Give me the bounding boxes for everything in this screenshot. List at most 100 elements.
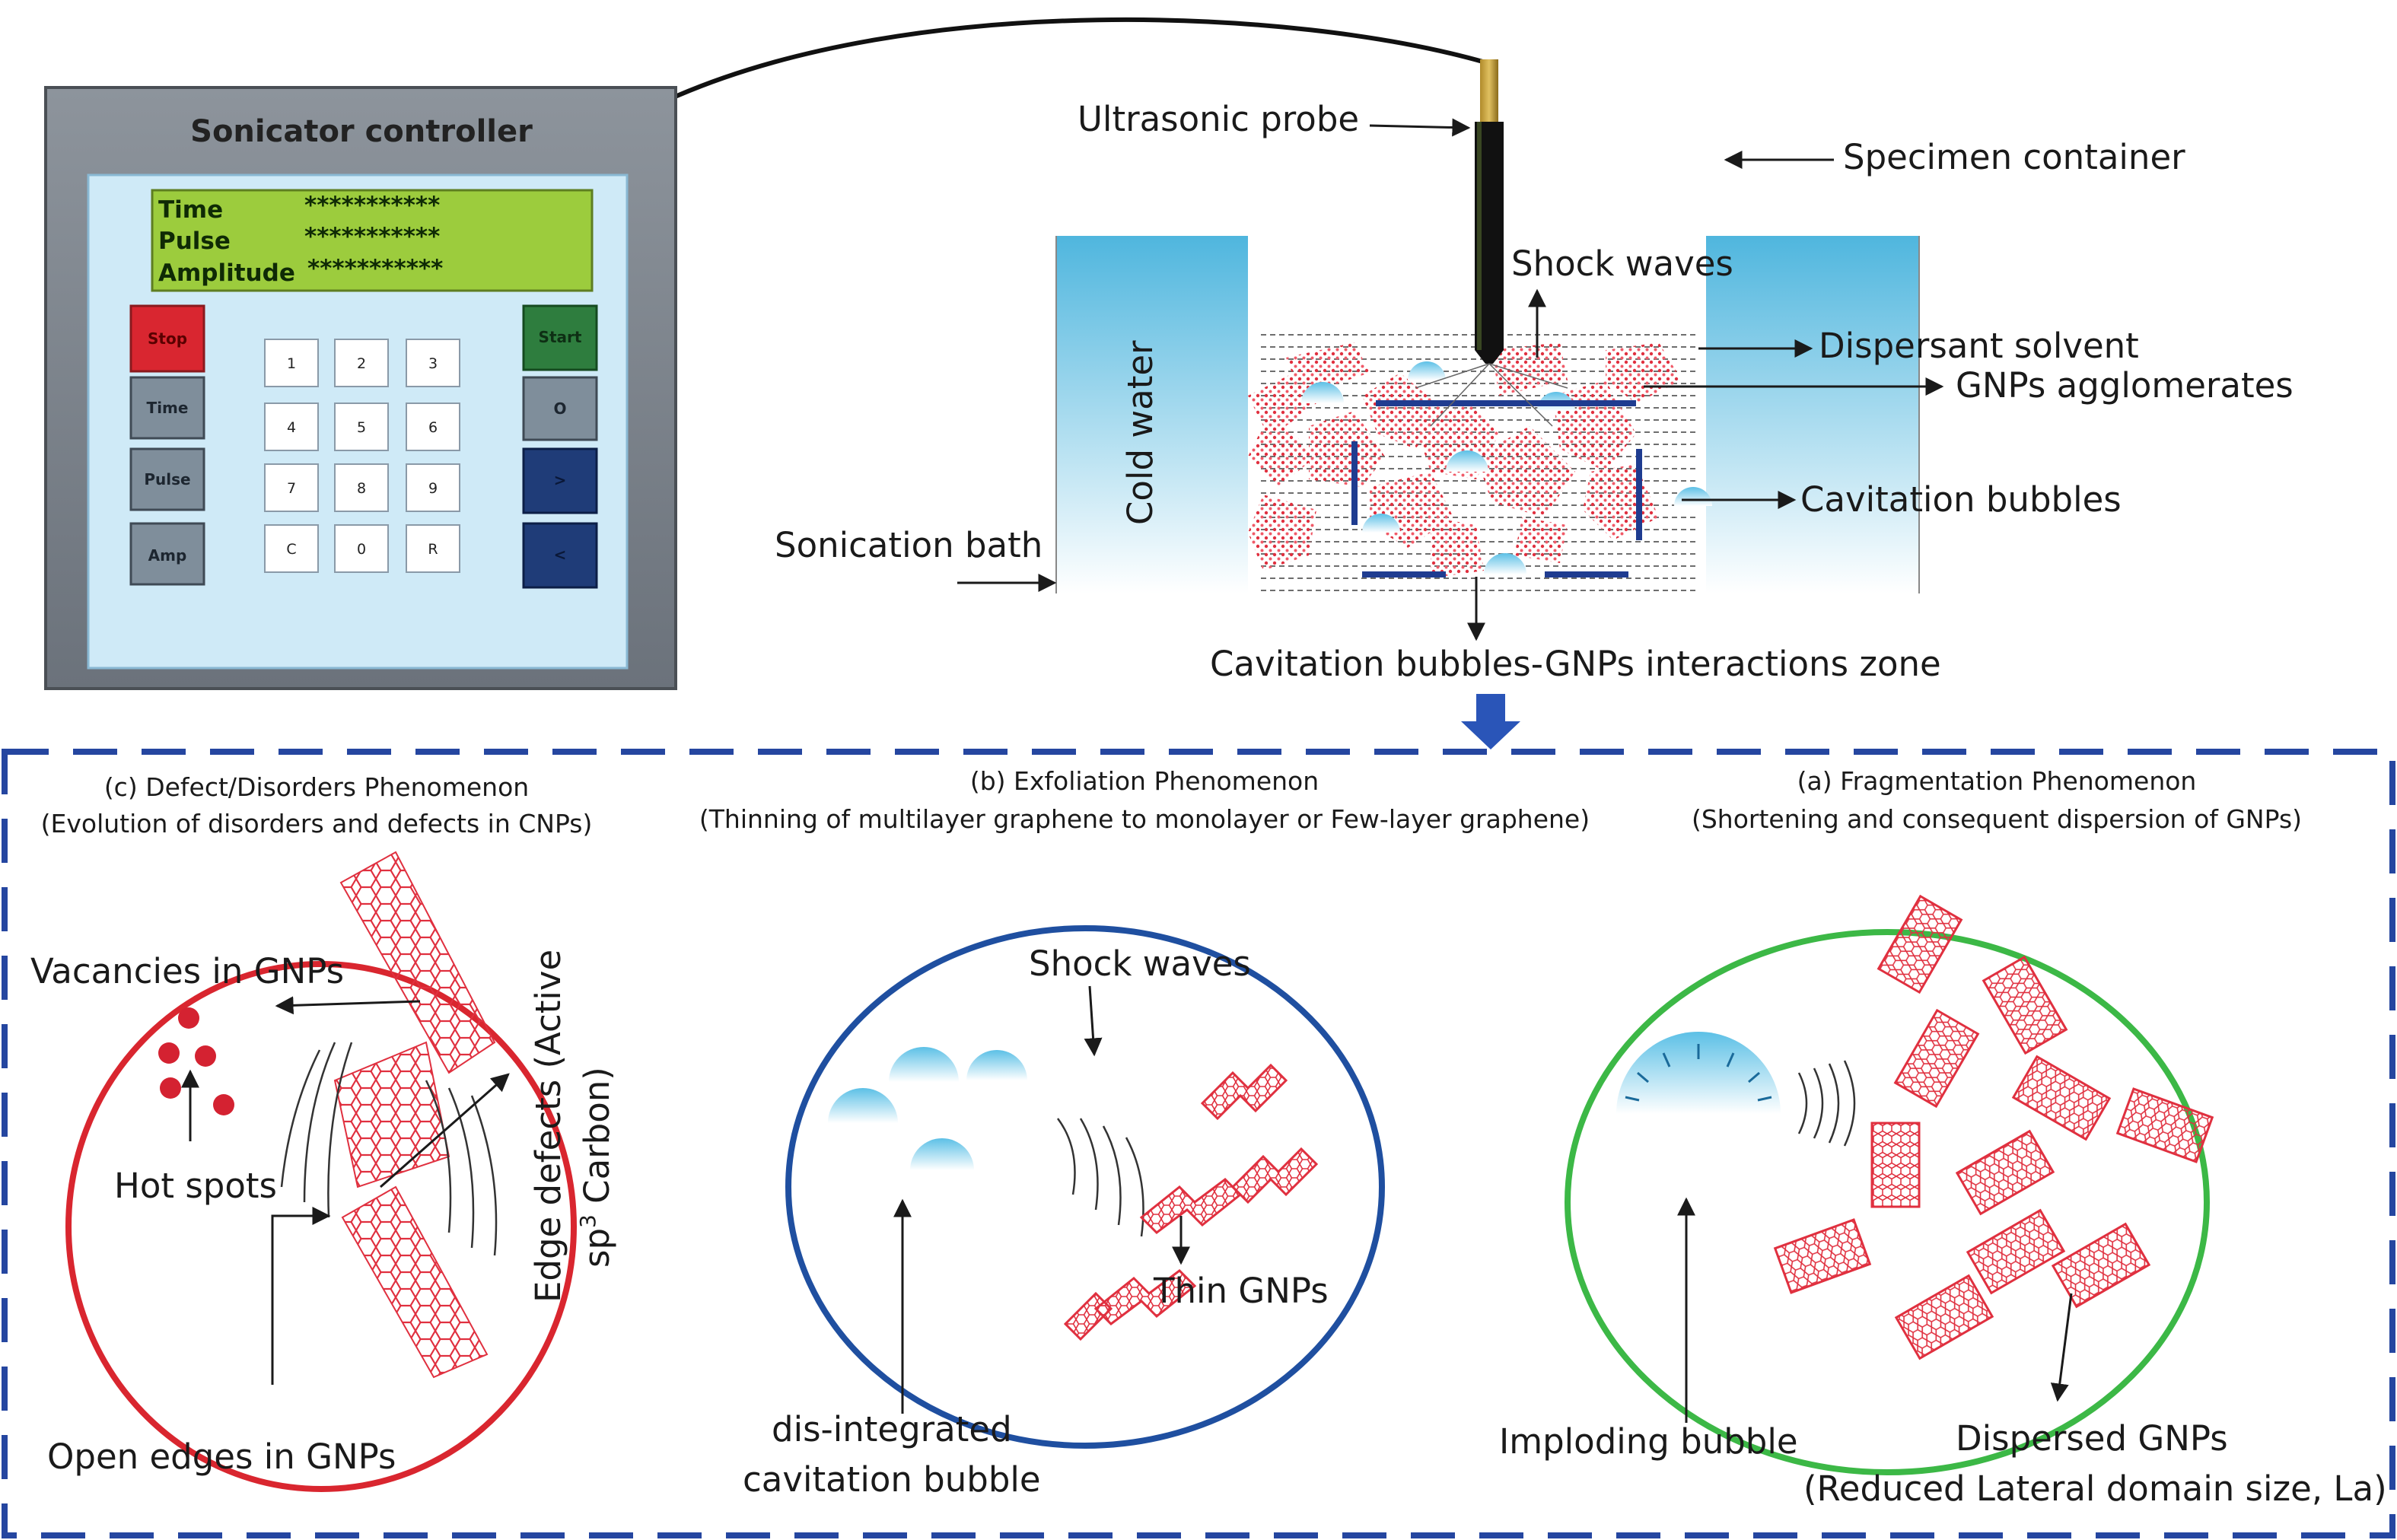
key-3[interactable]: 3 bbox=[406, 339, 460, 387]
cavitation-bubbles bbox=[1301, 361, 1712, 574]
imploding-bubble-label: Imploding bubble bbox=[1499, 1421, 1798, 1462]
next-button[interactable]: > bbox=[522, 447, 598, 514]
bath-left-wall bbox=[1056, 236, 1248, 593]
disintegrated-bubble-label-line2: cavitation bubble bbox=[743, 1459, 1041, 1500]
shock-wave-arcs-a bbox=[1797, 1060, 1856, 1147]
panel-a-subtitle: (Shortening and consequent dispersion of… bbox=[1692, 804, 2302, 834]
keypad: 1 2 3 4 5 6 7 8 9 C 0 R bbox=[264, 339, 460, 573]
dispersed-gnps-label-line2: (Reduced Lateral domain size, La) bbox=[1803, 1468, 2387, 1509]
panel-b-circle bbox=[785, 925, 1385, 1449]
svg-text:8: 8 bbox=[357, 480, 366, 497]
panel-b-shock-waves-label: Shock waves bbox=[1029, 943, 1251, 984]
probe-arrow bbox=[1369, 118, 1471, 137]
svg-text:7: 7 bbox=[287, 480, 296, 497]
setup-arrows bbox=[957, 118, 1944, 641]
dispersed-gnps-label-line1: Dispersed GNPs bbox=[1956, 1418, 2228, 1459]
svg-text:5: 5 bbox=[357, 419, 366, 436]
panel-a-arrows bbox=[1677, 1197, 2073, 1423]
panel-c-defects: (c) Defect/Disorders Phenomenon (Evoluti… bbox=[30, 772, 617, 1492]
gnps-agglomerates-label: GNPs agglomerates bbox=[1956, 365, 2294, 406]
svg-text:2: 2 bbox=[357, 355, 366, 372]
key-c[interactable]: C bbox=[264, 524, 319, 573]
amp-button-label: Amp bbox=[148, 546, 187, 565]
key-r[interactable]: R bbox=[406, 524, 460, 573]
panel-a-fragmentation: (a) Fragmentation Phenomenon (Shortening… bbox=[1499, 766, 2387, 1509]
svg-text:R: R bbox=[428, 541, 438, 558]
svg-text:9: 9 bbox=[428, 480, 438, 497]
time-button[interactable]: Time bbox=[129, 376, 205, 440]
cavitation-bubbles-label: Cavitation bubbles bbox=[1800, 479, 2122, 520]
shock-wave-arcs-b bbox=[1056, 1118, 1144, 1237]
disintegrated-bubble-icon bbox=[828, 1047, 1027, 1170]
shock-wave-lines bbox=[1415, 363, 1568, 427]
dispersed-gnps-icon bbox=[1773, 894, 2214, 1360]
sonicator-controller: Sonicator controller Time *********** Pu… bbox=[44, 86, 677, 690]
edge-defects-label-line2: sp3 Carbon) bbox=[575, 1067, 617, 1268]
vacancies-label: Vacancies in GNPs bbox=[30, 951, 344, 991]
svg-text:1: 1 bbox=[287, 355, 296, 372]
imploding-bubble-icon bbox=[1616, 1032, 1781, 1114]
setup-labels: Ultrasonic probe Specimen container Shoc… bbox=[775, 99, 2294, 684]
key-2[interactable]: 2 bbox=[334, 339, 389, 387]
svg-text:3: 3 bbox=[428, 355, 438, 372]
lcd-label-amplitude: Amplitude bbox=[158, 259, 295, 287]
stop-button[interactable]: Stop bbox=[129, 304, 205, 373]
open-edges-label: Open edges in GNPs bbox=[47, 1437, 396, 1477]
interaction-zone-box bbox=[1351, 400, 1642, 578]
lcd-label-pulse: Pulse bbox=[158, 228, 231, 255]
key-8[interactable]: 8 bbox=[334, 463, 389, 512]
dispersant-solvent-label: Dispersant solvent bbox=[1819, 326, 2139, 366]
pulse-button-label: Pulse bbox=[144, 470, 190, 488]
shock-waves-label: Shock waves bbox=[1511, 243, 1733, 284]
lcd-value-amplitude: *********** bbox=[307, 255, 443, 282]
svg-text:6: 6 bbox=[428, 419, 438, 436]
o-button[interactable]: O bbox=[522, 376, 598, 441]
hot-spots-icon bbox=[158, 1007, 234, 1115]
key-1[interactable]: 1 bbox=[264, 339, 319, 387]
key-0[interactable]: 0 bbox=[334, 524, 389, 573]
pulse-button[interactable]: Pulse bbox=[129, 447, 205, 511]
prev-button-label: < bbox=[554, 546, 567, 564]
amp-button[interactable]: Amp bbox=[129, 522, 205, 586]
hot-spots-label: Hot spots bbox=[114, 1166, 277, 1206]
disintegrated-bubble-label-line1: dis-integrated bbox=[772, 1409, 1012, 1449]
panel-c-circle bbox=[65, 961, 577, 1492]
key-5[interactable]: 5 bbox=[334, 402, 389, 451]
sonication-setup bbox=[1055, 59, 1920, 593]
panel-c-arrows bbox=[181, 996, 510, 1385]
o-button-label: O bbox=[553, 399, 566, 418]
ultrasonic-probe bbox=[1475, 59, 1504, 364]
svg-text:4: 4 bbox=[287, 419, 296, 436]
key-7[interactable]: 7 bbox=[264, 463, 319, 512]
thin-gnps-label: Thin GNPs bbox=[1153, 1271, 1329, 1311]
svg-text:C: C bbox=[286, 541, 296, 558]
phenomena-frame bbox=[2, 749, 2395, 1538]
key-9[interactable]: 9 bbox=[406, 463, 460, 512]
panel-c-title: (c) Defect/Disorders Phenomenon bbox=[104, 772, 529, 802]
key-4[interactable]: 4 bbox=[264, 402, 319, 451]
panel-b-exfoliation: (b) Exfoliation Phenomenon (Thinning of … bbox=[699, 766, 1590, 1500]
start-button-label: Start bbox=[539, 328, 582, 346]
lcd-value-pulse: *********** bbox=[304, 223, 440, 250]
controller-title: Sonicator controller bbox=[190, 114, 533, 149]
panel-b-subtitle: (Thinning of multilayer graphene to mono… bbox=[699, 804, 1590, 834]
sonication-bath-label: Sonication bath bbox=[775, 525, 1043, 565]
lcd-display bbox=[151, 189, 594, 292]
lcd-value-time: *********** bbox=[304, 192, 440, 219]
svg-text:0: 0 bbox=[357, 541, 366, 558]
panel-a-circle bbox=[1565, 929, 2210, 1475]
time-button-label: Time bbox=[147, 399, 189, 417]
panel-b-title: (b) Exfoliation Phenomenon bbox=[970, 766, 1319, 796]
stop-button-label: Stop bbox=[148, 329, 187, 348]
down-arrow-icon bbox=[1461, 694, 1520, 749]
start-button[interactable]: Start bbox=[522, 304, 598, 371]
prev-button[interactable]: < bbox=[522, 522, 598, 589]
key-6[interactable]: 6 bbox=[406, 402, 460, 451]
panel-c-subtitle: (Evolution of disorders and defects in C… bbox=[41, 809, 593, 838]
interaction-zone-label: Cavitation bubbles-GNPs interactions zon… bbox=[1210, 644, 1941, 684]
next-button-label: > bbox=[554, 471, 567, 489]
ultrasonic-probe-label: Ultrasonic probe bbox=[1078, 99, 1359, 139]
graphene-sheet-icon bbox=[333, 851, 496, 1379]
bath-right-wall bbox=[1706, 236, 1919, 593]
